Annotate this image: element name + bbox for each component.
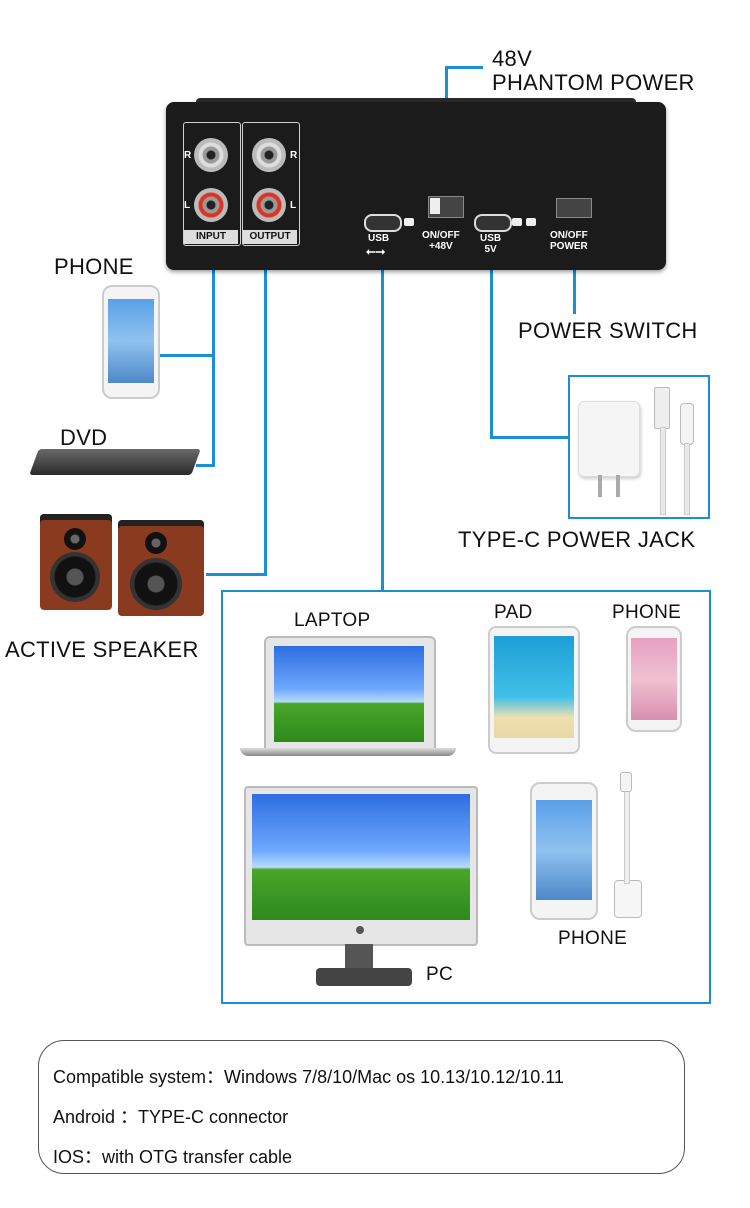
usb5v-line-v xyxy=(490,256,493,438)
adapter-prong-1 xyxy=(598,475,602,497)
phone-bottom-label: PHONE xyxy=(558,928,628,949)
output-rca-frame xyxy=(242,122,300,246)
output-label-bar xyxy=(243,230,297,244)
power-switch xyxy=(556,198,592,218)
input-label: INPUT xyxy=(196,231,226,242)
type-c-power-jack-panel xyxy=(568,375,710,519)
phantom-switch-knob xyxy=(430,198,440,214)
audio-interface-rear-panel: R L R L INPUT OUTPUT USB ⭠⭢ ON/OFF +48V … xyxy=(166,102,666,270)
usb-label: USB xyxy=(368,233,390,244)
input-l-label: L xyxy=(184,200,191,211)
speaker-right-tweeter xyxy=(145,532,167,554)
speaker-left-image xyxy=(40,514,112,610)
output-label: OUTPUT xyxy=(249,231,291,242)
speaker-left-tweeter xyxy=(64,528,86,550)
speaker-left-woofer xyxy=(50,552,100,602)
usb-cable-wire xyxy=(660,427,666,515)
input-l-rca-jack xyxy=(194,188,228,222)
lightning-plug-image xyxy=(620,772,632,792)
pad-label: PAD xyxy=(494,602,533,623)
pc-monitor-image xyxy=(244,786,478,946)
pc-stand-neck xyxy=(345,944,373,970)
usb-5v-led-2 xyxy=(526,218,536,226)
type-c-power-jack-title: TYPE-C POWER JACK xyxy=(458,527,696,552)
pc-stand-base xyxy=(316,968,412,986)
left-phone-image xyxy=(102,285,160,399)
otg-cable-wire xyxy=(624,786,630,884)
laptop-screen xyxy=(274,646,424,742)
pad-screen xyxy=(494,636,574,738)
phantom-connector-line-h xyxy=(445,66,483,69)
input-r-rca-jack xyxy=(194,138,228,172)
power-adapter-image xyxy=(578,401,640,477)
input-label-bar xyxy=(184,230,238,244)
compatibility-box: Compatible system：Windows 7/8/10/Mac os … xyxy=(38,1040,685,1174)
dvd-player-image xyxy=(29,449,201,475)
pc-label: PC xyxy=(426,964,453,985)
laptop-base xyxy=(240,748,456,756)
android-phone-image xyxy=(626,626,682,732)
usb-5v-label: USB 5V xyxy=(480,233,502,255)
output-l-rca-jack xyxy=(252,188,286,222)
compat-line-ios: IOS：with OTG transfer cable xyxy=(53,1147,293,1167)
output-line-v xyxy=(264,250,267,576)
output-r-rca-jack xyxy=(252,138,286,172)
phantom-switch-label: ON/OFF +48V xyxy=(422,230,460,252)
output-l-label: L xyxy=(290,200,297,211)
usb-led xyxy=(404,218,414,226)
pc-webcam-dot xyxy=(356,926,364,934)
input-line-v xyxy=(212,250,215,466)
dvd-label: DVD xyxy=(60,425,108,450)
output-r-label: R xyxy=(290,150,298,161)
phantom-power-title-line1: 48V xyxy=(492,46,533,71)
iphone-screen xyxy=(536,800,592,900)
android-phone-screen xyxy=(631,638,677,720)
input-r-label: R xyxy=(184,150,192,161)
laptop-image xyxy=(264,636,436,752)
type-c-plug-image xyxy=(680,403,694,445)
speaker-right-woofer xyxy=(130,558,182,610)
left-phone-label: PHONE xyxy=(54,254,134,279)
laptop-label: LAPTOP xyxy=(294,610,371,631)
usb-cable-image xyxy=(654,387,670,429)
usb-port xyxy=(364,214,402,232)
usb-5v-led-1 xyxy=(512,218,522,226)
usb-symbol-icon: ⭠⭢ xyxy=(366,244,386,258)
type-c-cable-wire xyxy=(684,443,690,515)
pad-image xyxy=(488,626,580,754)
usb-5v-port xyxy=(474,214,512,232)
speaker-line-h xyxy=(206,573,267,576)
power-switch-label: ON/OFF POWER xyxy=(550,230,588,252)
phone-line-h xyxy=(160,354,214,357)
input-rca-frame xyxy=(183,122,241,246)
speaker-right-image xyxy=(118,520,204,616)
iphone-image xyxy=(530,782,598,920)
adapter-prong-2 xyxy=(616,475,620,497)
dvd-line-h xyxy=(196,464,215,467)
active-speaker-label: ACTIVE SPEAKER xyxy=(5,637,199,662)
usb5v-line-h xyxy=(490,436,570,439)
compat-line-android: Android ：TYPE-C connector xyxy=(53,1107,289,1127)
otg-adapter-image xyxy=(614,880,642,918)
usb-line-v xyxy=(381,252,384,590)
pc-screen xyxy=(252,794,470,920)
power-switch-title: POWER SWITCH xyxy=(518,318,698,343)
compat-line-system: Compatible system：Windows 7/8/10/Mac os … xyxy=(53,1067,564,1087)
power-switch-line-v xyxy=(573,256,576,314)
left-phone-screen xyxy=(108,299,154,383)
phone-top-label: PHONE xyxy=(612,602,682,623)
phantom-power-title-line2: PHANTOM POWER xyxy=(492,70,695,95)
